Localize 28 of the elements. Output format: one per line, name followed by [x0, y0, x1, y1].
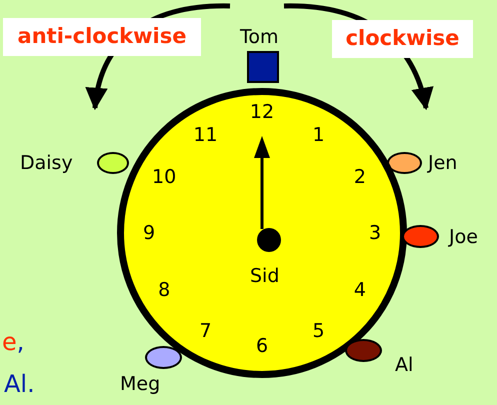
person-oval [402, 225, 439, 248]
person-oval [387, 152, 422, 174]
clock-number: 1 [311, 124, 326, 146]
text-fragment: Al. [4, 370, 35, 398]
person-name: Joe [449, 226, 478, 248]
clock-number: 9 [142, 222, 156, 244]
clock-number: 10 [151, 166, 178, 188]
clock-number: 6 [254, 335, 270, 357]
person-name: Al [395, 354, 414, 376]
clock-center-dot [257, 228, 281, 252]
person-oval [97, 152, 129, 174]
person-name: Tom [240, 26, 279, 48]
direction-label: anti-clockwise [3, 18, 201, 56]
clock-number: 12 [248, 101, 276, 123]
clock-number: 2 [352, 166, 367, 188]
clock-number: 5 [311, 320, 326, 342]
clock-number: 4 [352, 278, 367, 300]
person-name: Jen [428, 152, 458, 174]
text-fragment: e, [2, 328, 24, 356]
clock-number: 3 [368, 222, 382, 244]
person-name: Meg [120, 373, 160, 395]
person-square [247, 51, 279, 83]
direction-label: clockwise [332, 20, 473, 58]
clock-number: 8 [157, 278, 172, 300]
clock-number: 11 [192, 124, 219, 146]
person-name: Daisy [20, 152, 73, 174]
person-name: Sid [250, 265, 280, 287]
clock-number: 7 [198, 320, 213, 342]
